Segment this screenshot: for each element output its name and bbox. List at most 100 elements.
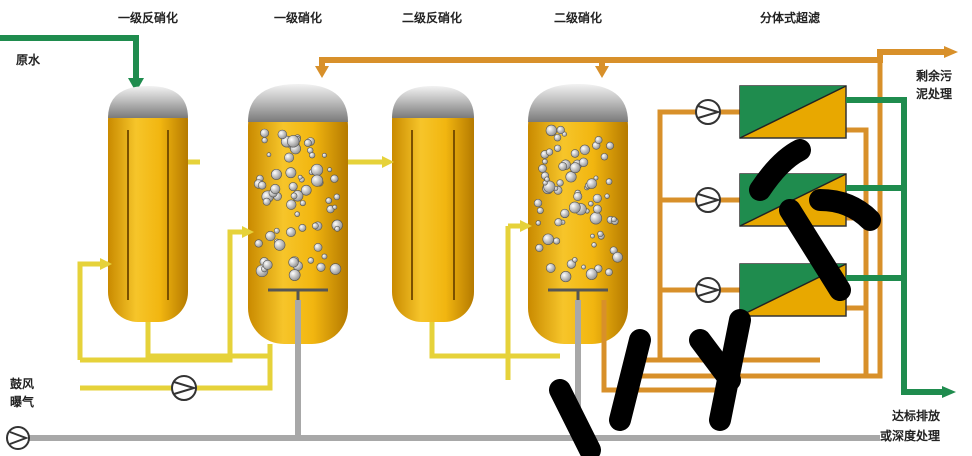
bubble — [266, 152, 272, 157]
bubble — [257, 181, 267, 190]
bubble — [606, 141, 614, 150]
bubble — [554, 218, 563, 227]
bubble — [316, 262, 326, 272]
bubble — [581, 264, 586, 270]
inlet-arrow — [128, 78, 144, 92]
bubble — [560, 208, 570, 219]
bubble — [565, 171, 577, 183]
bubble — [535, 220, 541, 226]
bubble — [310, 163, 324, 177]
blower-icon — [6, 426, 30, 450]
tank-denitrification-1 — [108, 86, 188, 322]
bubble — [558, 162, 568, 171]
bubble — [288, 182, 298, 192]
bubble — [600, 153, 609, 161]
bubble — [284, 152, 295, 163]
bubble — [605, 178, 613, 185]
bubble — [545, 124, 558, 137]
sludge-out-arrow — [944, 46, 958, 58]
inlet-label: 原水 — [16, 52, 41, 67]
bubble — [553, 237, 561, 245]
bubble — [556, 179, 564, 187]
bubble — [612, 251, 623, 263]
bubble — [545, 263, 556, 273]
bubble — [273, 239, 286, 251]
bubble — [270, 168, 282, 180]
bubble — [538, 164, 547, 173]
bubble — [556, 125, 565, 135]
bubble — [542, 233, 554, 245]
bubble — [594, 264, 603, 273]
bubble — [592, 193, 602, 203]
effluent-label-2: 或深度处理 — [880, 428, 940, 443]
bubble — [286, 227, 296, 238]
recycle-pipe-1 — [77, 261, 108, 360]
sludge-label-2: 泥处理 — [916, 86, 952, 101]
bubble — [288, 269, 301, 281]
bubble — [553, 133, 562, 142]
bubble — [325, 197, 332, 204]
bubble — [560, 271, 572, 283]
bubble — [329, 263, 342, 275]
stage-label-3: 二级反硝化 — [402, 10, 462, 25]
uf-pump-1-icon — [695, 99, 722, 125]
bubble — [611, 216, 617, 223]
bubble — [586, 178, 598, 189]
stage-label-1: 一级反硝化 — [118, 10, 178, 25]
return-arrow-1 — [315, 66, 329, 78]
bubble — [294, 211, 300, 217]
bubble — [589, 212, 603, 225]
bubble — [569, 162, 581, 174]
bubble — [333, 193, 341, 201]
bubble — [270, 183, 281, 195]
bubble — [311, 222, 319, 230]
bubble — [290, 192, 298, 200]
bubble — [585, 268, 598, 280]
bubble — [260, 128, 269, 138]
recycle-pump-icon — [171, 375, 198, 401]
bubble — [573, 191, 583, 201]
bubble — [535, 243, 544, 252]
bubble — [588, 201, 594, 207]
effluent-label-1: 达标排放 — [892, 408, 941, 423]
stage-label-2: 一级硝化 — [274, 10, 322, 25]
bubble — [545, 148, 554, 156]
bubble — [591, 242, 597, 248]
bubble — [277, 129, 288, 140]
bubble — [304, 139, 312, 147]
air-label-1: 鼓风 — [10, 376, 34, 391]
air-label-2: 曝气 — [10, 394, 34, 409]
bubble — [593, 204, 602, 214]
bubble — [594, 136, 603, 144]
bubble — [261, 137, 268, 144]
sludge-return-pipe — [319, 49, 944, 72]
bubble — [572, 257, 578, 263]
stage-label-4: 二级硝化 — [554, 10, 602, 25]
bubble — [307, 257, 315, 264]
uf-pump-3-icon — [695, 277, 722, 303]
bubble — [286, 199, 297, 210]
bubble — [544, 176, 550, 182]
watermark — [549, 139, 881, 456]
sludge-label-1: 剩余污 — [916, 68, 952, 83]
bubble — [605, 268, 613, 277]
bubble — [330, 174, 339, 183]
bubble — [542, 158, 548, 165]
bubble — [554, 144, 562, 152]
uf-module-1 — [739, 85, 847, 139]
bubble — [285, 167, 297, 179]
bubble — [568, 201, 581, 214]
stage-label-5: 分体式超滤 — [760, 10, 820, 25]
bubble — [313, 243, 323, 252]
bubble — [299, 200, 306, 207]
permeate-pipe — [846, 97, 944, 395]
bubble — [327, 167, 333, 173]
tank-denitrification-2 — [392, 86, 474, 322]
bubble — [254, 239, 263, 248]
uf-pump-2-icon — [695, 187, 722, 213]
bubble — [262, 259, 273, 270]
bubble — [604, 193, 610, 199]
inlet-pipe — [0, 35, 139, 86]
effluent-arrow — [942, 386, 956, 398]
bubble — [321, 253, 328, 260]
